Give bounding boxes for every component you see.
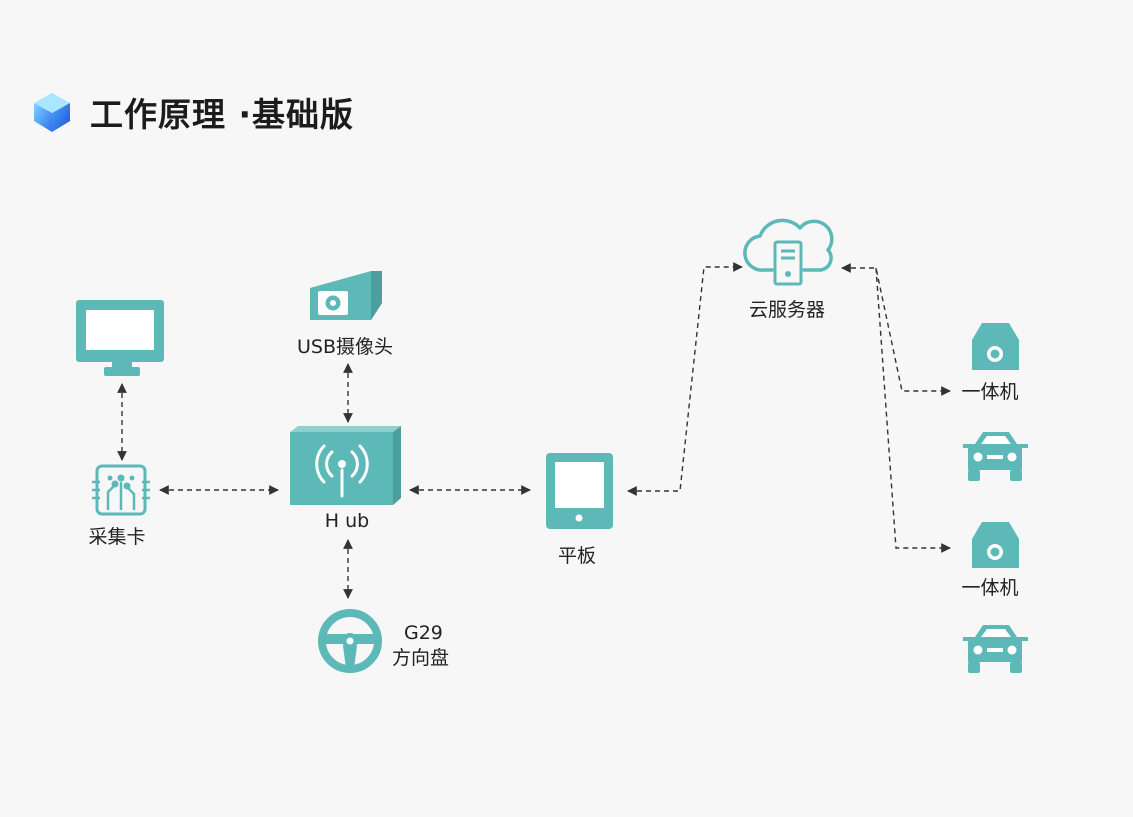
all-in-one-2-label: 一体机 [961, 577, 1018, 599]
cloud-server-label: 云服务器 [749, 299, 825, 321]
all-in-one-1-label: 一体机 [961, 381, 1018, 403]
connectors [117, 262, 951, 599]
header: 工作原理 ·基础版 [30, 88, 354, 136]
all-in-one-camera-icon [972, 323, 1019, 370]
circuit-card-icon [92, 464, 150, 516]
steering-wheel-model-label: G29 [404, 622, 443, 644]
page-title: 工作原理 ·基础版 [90, 95, 355, 134]
hub-antenna-icon [290, 426, 401, 505]
tablet-label: 平板 [558, 545, 596, 567]
usb-camera-icon [310, 271, 382, 320]
cloud-server-icon [743, 218, 834, 286]
usb-camera-label: USB摄像头 [297, 336, 393, 358]
connector-cloud-unit1 [841, 263, 951, 396]
hub-label: H ub [325, 510, 369, 532]
tablet-icon [546, 453, 613, 529]
cube-logo-icon [34, 93, 70, 132]
monitor-icon [76, 300, 164, 376]
steering-wheel-icon [318, 609, 382, 673]
connector-cloud-unit2 [875, 267, 951, 553]
connector-tablet-cloud [627, 262, 743, 496]
car-icon [963, 625, 1028, 673]
capture-card-label: 采集卡 [88, 526, 145, 548]
car-icon [963, 432, 1028, 481]
steering-wheel-label: 方向盘 [392, 647, 449, 669]
all-in-one-camera-icon [972, 522, 1019, 568]
